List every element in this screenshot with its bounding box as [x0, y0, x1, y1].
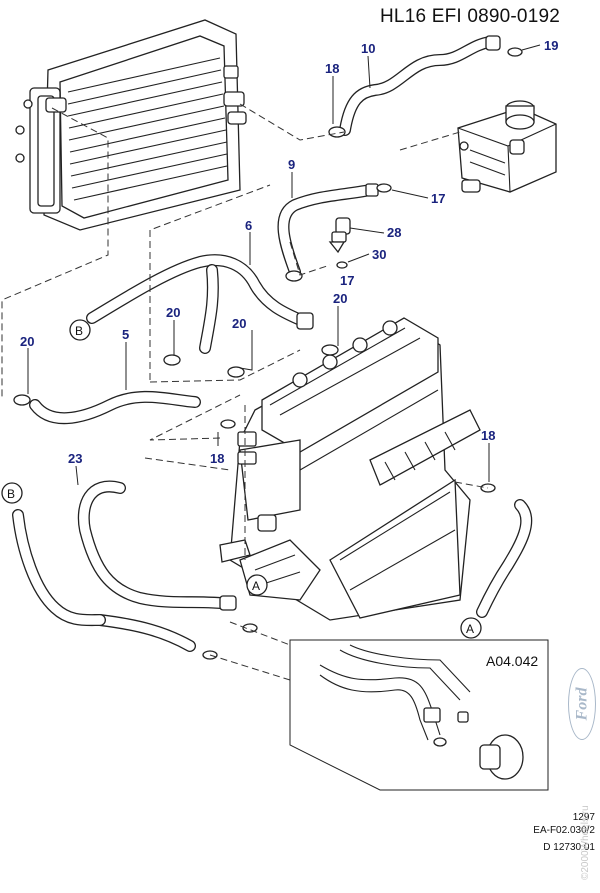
temperature-sensor [328, 217, 351, 254]
connector-b-lower: B [7, 487, 15, 501]
hose-9 [277, 183, 379, 278]
diagram-title: HL16 EFI 0890-0192 [380, 6, 560, 27]
hose-6 [86, 254, 314, 354]
engine-block [219, 317, 481, 621]
inset-label: A04.042 [486, 653, 539, 669]
hose-5 [29, 390, 201, 425]
footer-code-3: D 12730 01 [543, 842, 595, 853]
assembly-guide-lines [1, 103, 489, 681]
connector-a-right: A [466, 622, 474, 636]
callout-10: 10 [361, 41, 375, 56]
hose-10 [339, 35, 501, 136]
callout-17-lower: 17 [340, 273, 354, 288]
callout-20-far-left: 20 [20, 334, 34, 349]
callout-20-engine: 20 [333, 291, 347, 306]
callout-20-center: 20 [232, 316, 246, 331]
hose-b-branch [12, 509, 106, 627]
connector-markers: B B A A [1, 319, 482, 639]
callout-leaders [27, 44, 541, 486]
callout-28: 28 [387, 225, 401, 240]
callout-numbers: 10 19 18 9 17 6 28 30 17 20 20 20 5 20 1… [20, 38, 558, 466]
watermark: ©2000Wheels.ru [580, 805, 591, 880]
ford-logo: Ford [568, 668, 596, 740]
callout-9: 9 [288, 157, 295, 172]
ford-logo-text: Ford [573, 687, 590, 721]
footer-code-1: 1297 [572, 812, 595, 823]
footer-code-2: EA-F02.030/2 [533, 825, 595, 836]
expansion-tank [457, 100, 557, 193]
callout-18-top: 18 [325, 61, 339, 76]
callout-18-middle: 18 [210, 451, 224, 466]
callout-6: 6 [245, 218, 252, 233]
callout-17-upper: 17 [431, 191, 445, 206]
hose-a-branch [476, 499, 533, 618]
connector-a-center: A [252, 579, 260, 593]
callout-5: 5 [122, 327, 129, 342]
hose-23 [77, 480, 237, 652]
callout-30: 30 [372, 247, 386, 262]
callout-18-right: 18 [481, 428, 495, 443]
callout-20-left: 20 [166, 305, 180, 320]
connector-b-upper: B [75, 324, 83, 338]
callout-19: 19 [544, 38, 558, 53]
hose-clamps [13, 47, 523, 660]
detail-inset-a04-042 [289, 639, 549, 791]
callout-23: 23 [68, 451, 82, 466]
radiator [15, 19, 247, 231]
